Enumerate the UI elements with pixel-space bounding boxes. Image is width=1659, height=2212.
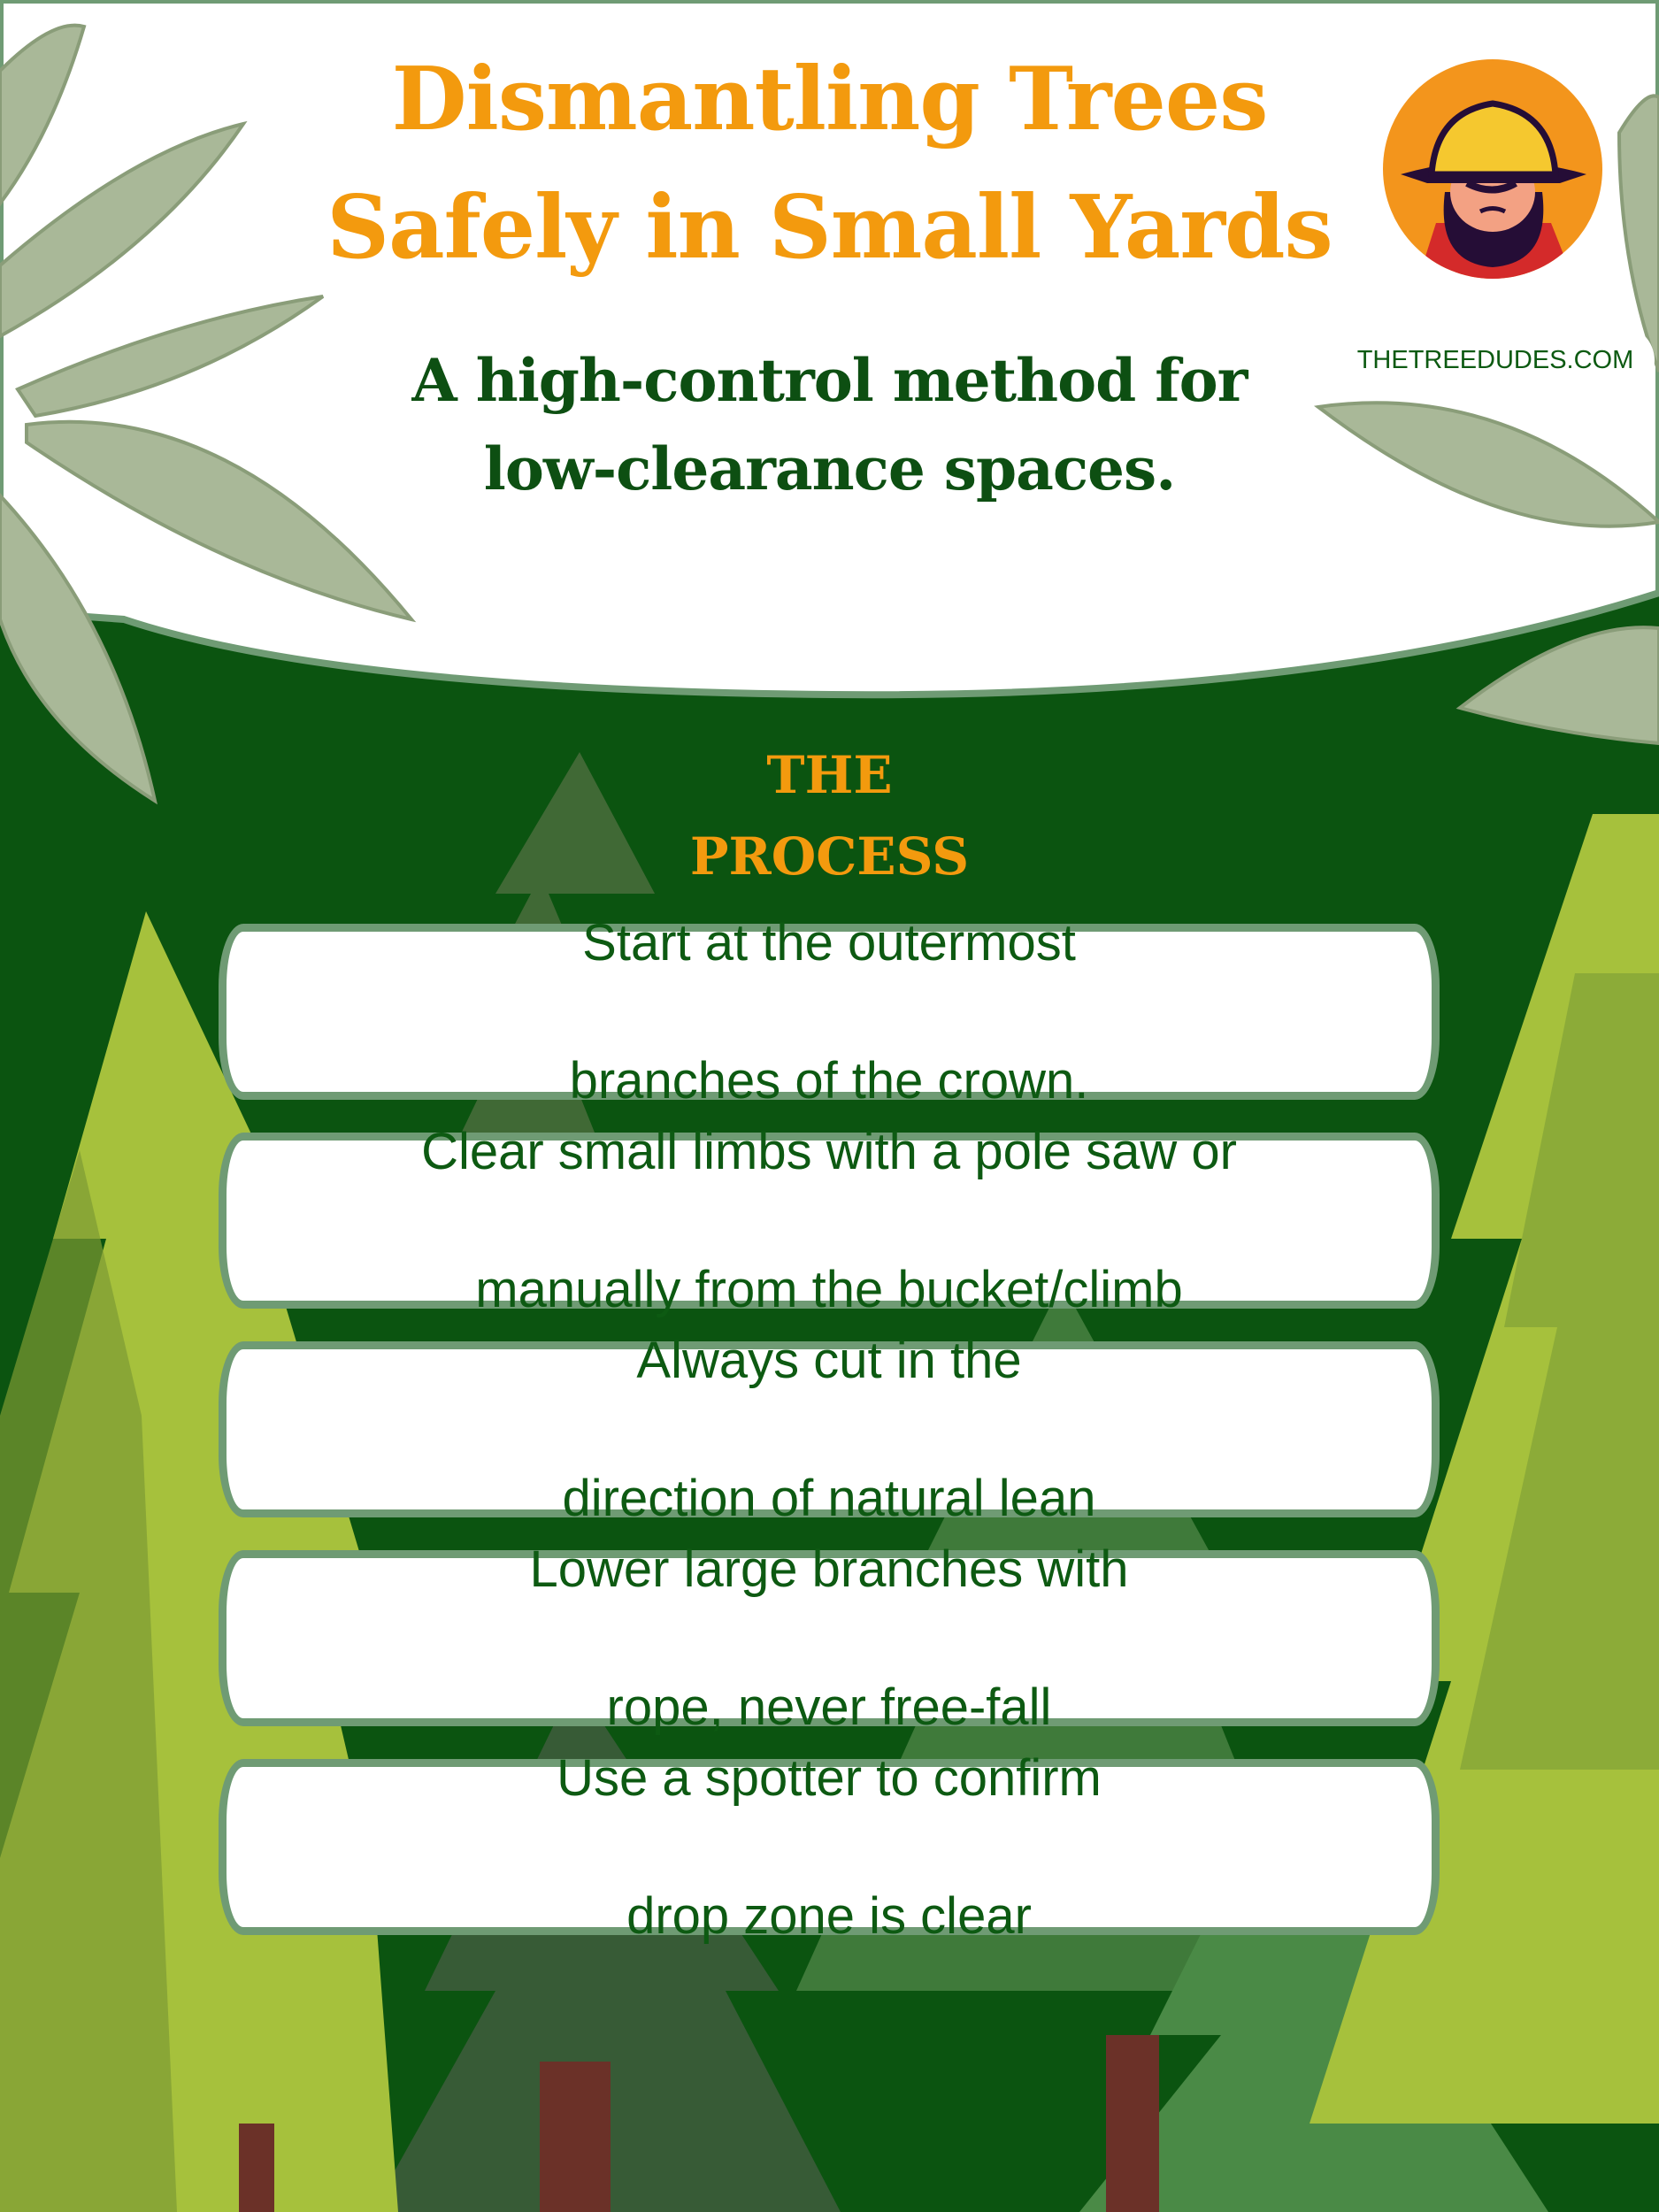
- brand-logo: [1383, 59, 1602, 279]
- subtitle-line-2: low-clearance spaces.: [483, 434, 1176, 503]
- subtitle-line-1: A high-control method for: [411, 346, 1248, 415]
- title-line-2: Safely in Small Yards: [326, 177, 1333, 279]
- website-link[interactable]: THETREEDUDES.COM: [1336, 326, 1655, 395]
- page-title: Dismantling Trees Safely in Small Yards: [265, 35, 1394, 292]
- section-heading-line-1: THE: [766, 745, 893, 805]
- page-subtitle: A high-control method for low-clearance …: [354, 336, 1305, 513]
- title-line-1: Dismantling Trees: [391, 49, 1269, 150]
- leaves-decoration: [0, 23, 1659, 805]
- header-white-area: [0, 0, 1659, 699]
- section-heading: THE PROCESS: [619, 734, 1040, 897]
- section-heading-line-2: PROCESS: [689, 826, 970, 887]
- mascot-icon: [1401, 100, 1586, 279]
